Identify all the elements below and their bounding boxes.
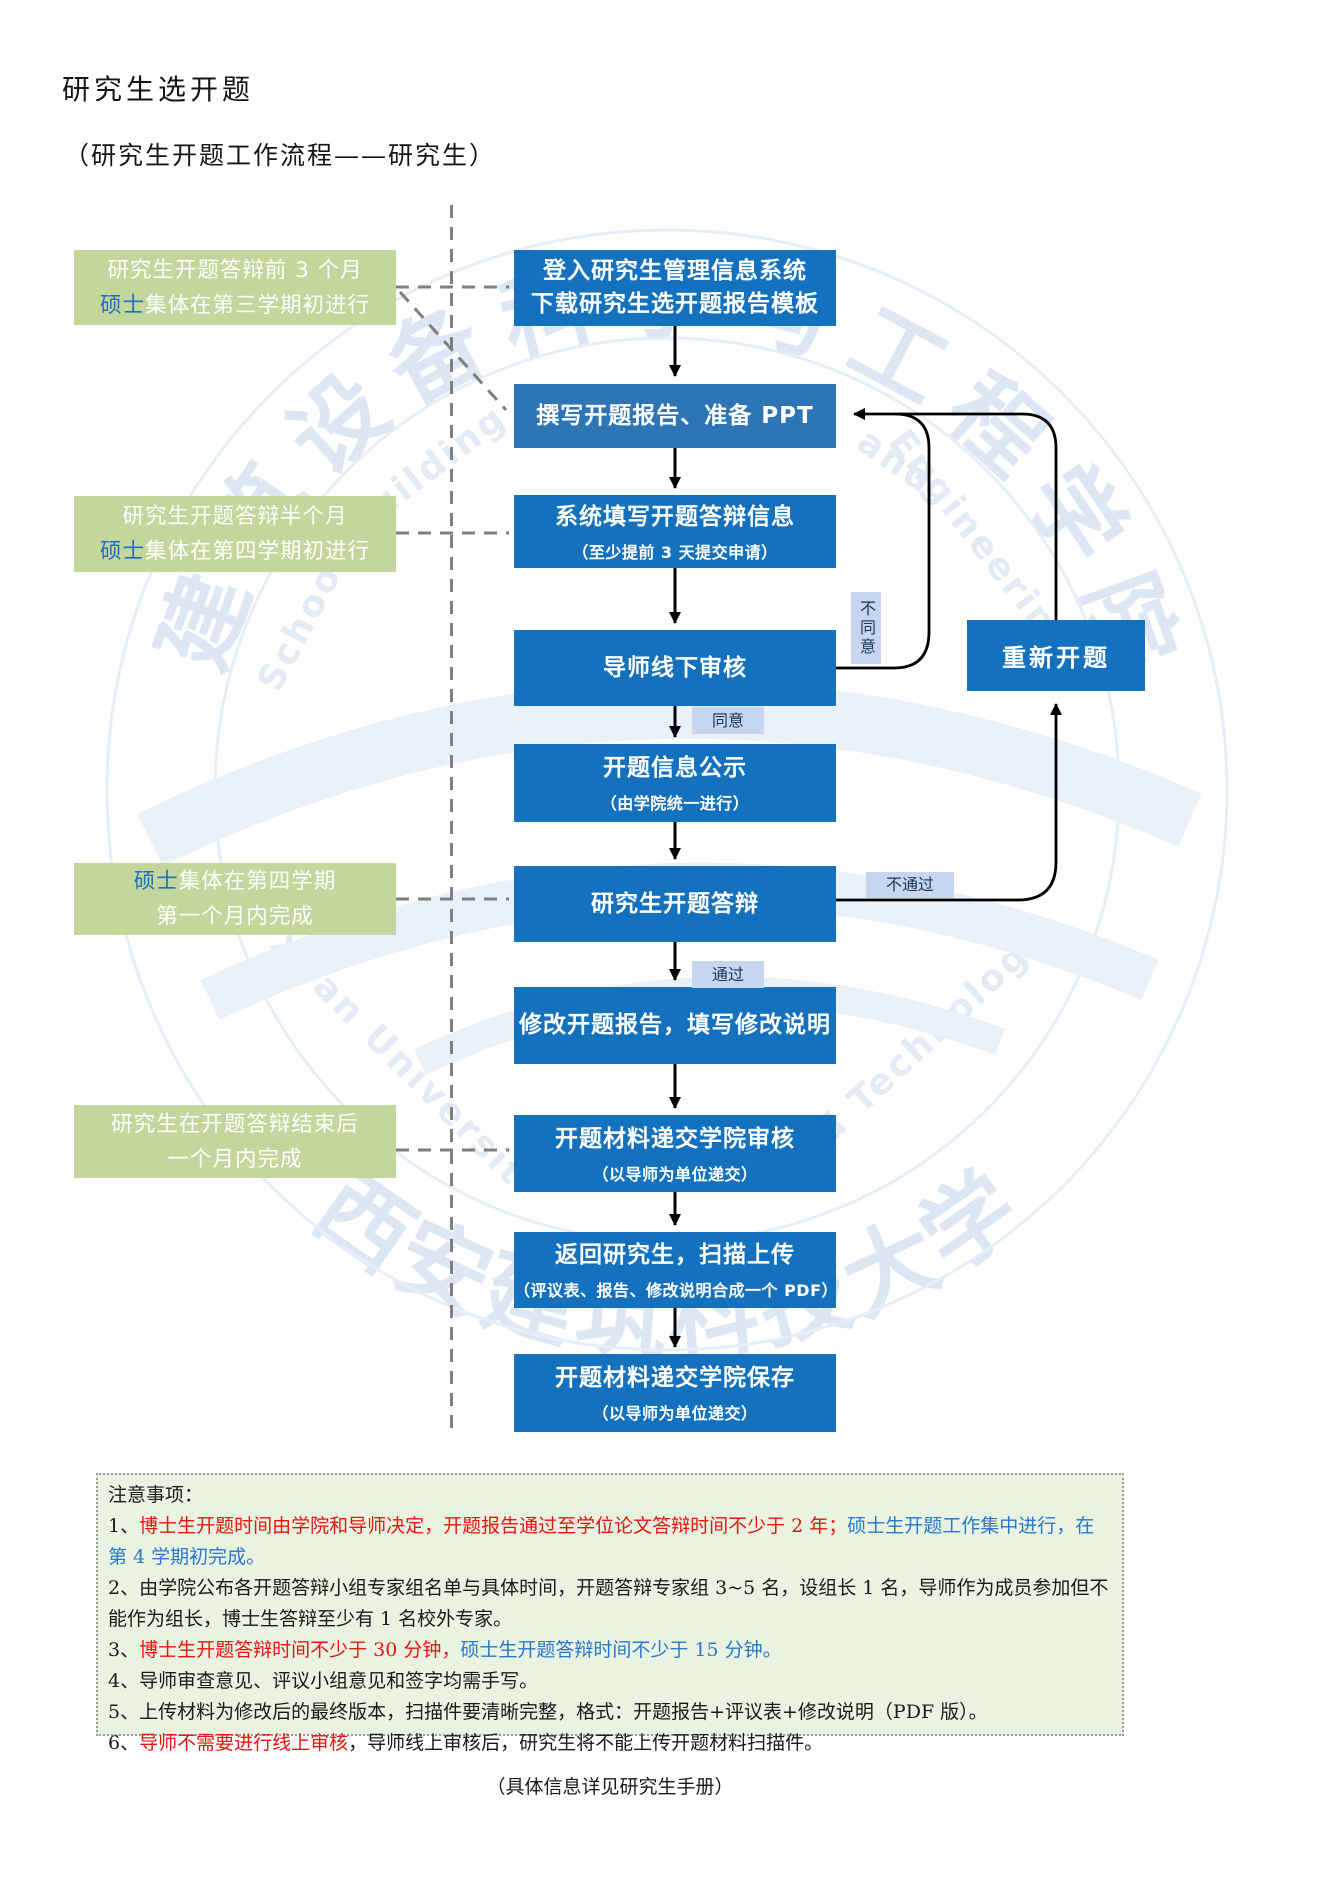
- label-pass: 通过: [692, 961, 764, 988]
- note-line: 5、上传材料为修改后的最终版本，扫描件要清晰完整，格式：开题报告+评议表+修改说…: [108, 1697, 1112, 1728]
- watermark-glyph: 建: [138, 560, 271, 684]
- step-scan-upload: 返回研究生，扫描上传 （评议表、报告、修改说明合成一个 PDF）: [514, 1232, 839, 1308]
- step-subtitle: （评议表、报告、修改说明合成一个 PDF）: [514, 1281, 839, 1300]
- watermark-glyph: 设: [268, 354, 409, 496]
- notes-footer: （具体信息详见研究生手册）: [486, 1776, 734, 1798]
- timeline-note-line: 第一个月内完成: [74, 899, 396, 934]
- note-line: 3、博士生开题答辩时间不少于 30 分钟，硕士生开题答辩时间不少于 15 分钟。: [108, 1635, 1112, 1666]
- watermark-glyph: 大: [826, 1200, 955, 1337]
- step-archive-materials: 开题材料递交学院保存 （以导师为单位递交）: [514, 1354, 836, 1432]
- step-subtitle: （以导师为单位递交）: [592, 1164, 758, 1184]
- text-segment: 6、: [108, 1732, 140, 1754]
- text-segment: 5、上传材料为修改后的最终版本，扫描件要清晰完整，格式：开题报告+评议表+修改说…: [108, 1701, 988, 1723]
- step-title: 修改开题报告，填写修改说明: [519, 1012, 831, 1038]
- timeline-note-after-defense: 研究生在开题答辩结束后一个月内完成: [74, 1105, 396, 1178]
- step-subtitle: （以导师为单位递交）: [592, 1404, 758, 1423]
- step-title: 系统填写开题答辩信息: [555, 503, 795, 530]
- timeline-note-line: 研究生在开题答辩结束后: [74, 1107, 396, 1142]
- step-title: 开题材料递交学院保存: [555, 1365, 795, 1391]
- text-segment: 4、导师审查意见、评议小组意见和签字均需手写。: [108, 1670, 539, 1692]
- step-title: 撰写开题报告、准备 PPT: [536, 402, 814, 429]
- timeline-note-line: 硕士集体在第三学期初进行: [74, 288, 396, 323]
- notes-panel: 注意事项： 1、博士生开题时间由学院和导师决定，开题报告通过至学位论文答辩时间不少…: [96, 1473, 1124, 1798]
- text-segment: 博士生开题答辩时间不少于 30 分钟，: [139, 1639, 461, 1661]
- note-line: 6、导师不需要进行线上审核，导师线上审核后，研究生将不能上传开题材料扫描件。: [108, 1728, 1112, 1759]
- text-segment: 集体在第四学期初进行: [145, 539, 371, 564]
- text-segment: ，导师线上审核后，研究生将不能上传开题材料扫描件。: [348, 1732, 824, 1754]
- step-title: 导师线下审核: [603, 654, 747, 681]
- step-login-system: 登入研究生管理信息系统 下载研究生选开题报告模板: [514, 250, 836, 326]
- timeline-note-line: 硕士集体在第四学期: [74, 864, 396, 899]
- step-title: 开题信息公示: [603, 755, 747, 781]
- text-segment: 集体在第四学期: [178, 869, 337, 894]
- step-subtitle: （至少提前 3 天提交申请）: [572, 542, 778, 562]
- step-public-notice: 开题信息公示 （由学院统一进行）: [514, 744, 836, 822]
- step-write-report: 撰写开题报告、准备 PPT: [514, 384, 836, 448]
- page-title: 研究生选开题: [62, 73, 255, 106]
- label-disagree: 不同意: [851, 592, 881, 664]
- text-segment: 硕士: [133, 869, 179, 894]
- text-segment: 第一个月内完成: [156, 904, 314, 929]
- timeline-note-before-defense: 研究生开题答辩前 3 个月硕士集体在第三学期初进行: [74, 250, 396, 325]
- watermark-glyph: and: [849, 420, 943, 504]
- step-title: 研究生开题答辩: [591, 890, 759, 917]
- text-segment: 集体在第三学期初进行: [145, 292, 371, 318]
- note-line: 2、由学院公布各开题答辩小组专家组名单与具体时间，开题答辩专家组 3~5 名，设…: [108, 1573, 1112, 1635]
- watermark-glyph: 安: [379, 1200, 508, 1337]
- step-revise-report: 修改开题报告，填写修改说明: [514, 987, 836, 1064]
- text-segment: 注意事项：: [108, 1484, 204, 1506]
- step-advisor-offline-review: 导师线下审核: [514, 630, 836, 706]
- text-segment: 硕士生开题工作集中进行，在第 4 学期初完成。: [108, 1515, 1095, 1568]
- text-segment: 硕士: [99, 539, 145, 564]
- step-title: 登入研究生管理信息系统: [543, 258, 807, 284]
- text-segment: 一个月内完成: [167, 1146, 303, 1172]
- timeline-note-line: 研究生开题答辩半个月: [74, 499, 396, 534]
- timeline-note-line: 硕士集体在第四学期初进行: [74, 534, 396, 569]
- label-agree: 同意: [692, 707, 764, 734]
- step-title-line2: 下载研究生选开题报告模板: [531, 291, 819, 317]
- step-title: 开题材料递交学院审核: [555, 1125, 795, 1152]
- watermark-glyph: 工: [832, 287, 964, 425]
- timeline-note-line: 研究生开题答辩前 3 个月: [74, 253, 396, 288]
- text-segment: 2、由学院公布各开题答辩小组专家组名单与具体时间，开题答辩专家组 3~5 名，设…: [108, 1577, 1109, 1630]
- text-segment: 研究生开题答辩半个月: [122, 504, 348, 529]
- step-subtitle: （由学院统一进行）: [600, 794, 750, 813]
- watermark-glyph: 学: [901, 1152, 1038, 1293]
- text-segment: 研究生开题答辩前 3 个月: [107, 257, 363, 283]
- text-segment: 研究生在开题答辩结束后: [111, 1111, 359, 1137]
- text-segment: 导师不需要进行线上审核: [139, 1732, 349, 1754]
- step-title: 返回研究生，扫描上传: [555, 1242, 795, 1268]
- step-submit-for-review: 开题材料递交学院审核 （以导师为单位递交）: [514, 1115, 836, 1192]
- step-fill-defense-info: 系统填写开题答辩信息 （至少提前 3 天提交申请）: [514, 495, 836, 568]
- watermark-glyph: 程: [926, 354, 1067, 496]
- step-restart-proposal: 重新开题: [967, 620, 1145, 691]
- text-segment: 硕士生开题答辩时间不少于 15 分钟。: [460, 1639, 782, 1661]
- label-fail: 不通过: [866, 872, 954, 898]
- note-line: 注意事项：: [108, 1480, 1112, 1511]
- timeline-note-half-month: 研究生开题答辩半个月硕士集体在第四学期初进行: [74, 496, 396, 572]
- notes-lines: 注意事项： 1、博士生开题时间由学院和导师决定，开题报告通过至学位论文答辩时间不少…: [108, 1480, 1112, 1759]
- timeline-note-fourth-term: 硕士集体在第四学期第一个月内完成: [74, 863, 396, 935]
- timeline-note-line: 一个月内完成: [74, 1142, 396, 1177]
- watermark-glyph: 学: [1005, 446, 1146, 583]
- page-subtitle: （研究生开题工作流程——研究生）: [64, 141, 497, 170]
- text-segment: 博士生开题时间由学院和导师决定，开题报告通过至学位论文答辩时间不少于 2 年；: [139, 1515, 848, 1537]
- note-line: 1、博士生开题时间由学院和导师决定，开题报告通过至学位论文答辩时间不少于 2 年…: [108, 1511, 1112, 1573]
- step-proposal-defense: 研究生开题答辩: [514, 866, 836, 942]
- text-segment: 3、: [108, 1639, 140, 1661]
- text-segment: 1、: [108, 1515, 140, 1537]
- note-line: 4、导师审查意见、评议小组意见和签字均需手写。: [108, 1666, 1112, 1697]
- text-segment: 硕士: [99, 292, 145, 318]
